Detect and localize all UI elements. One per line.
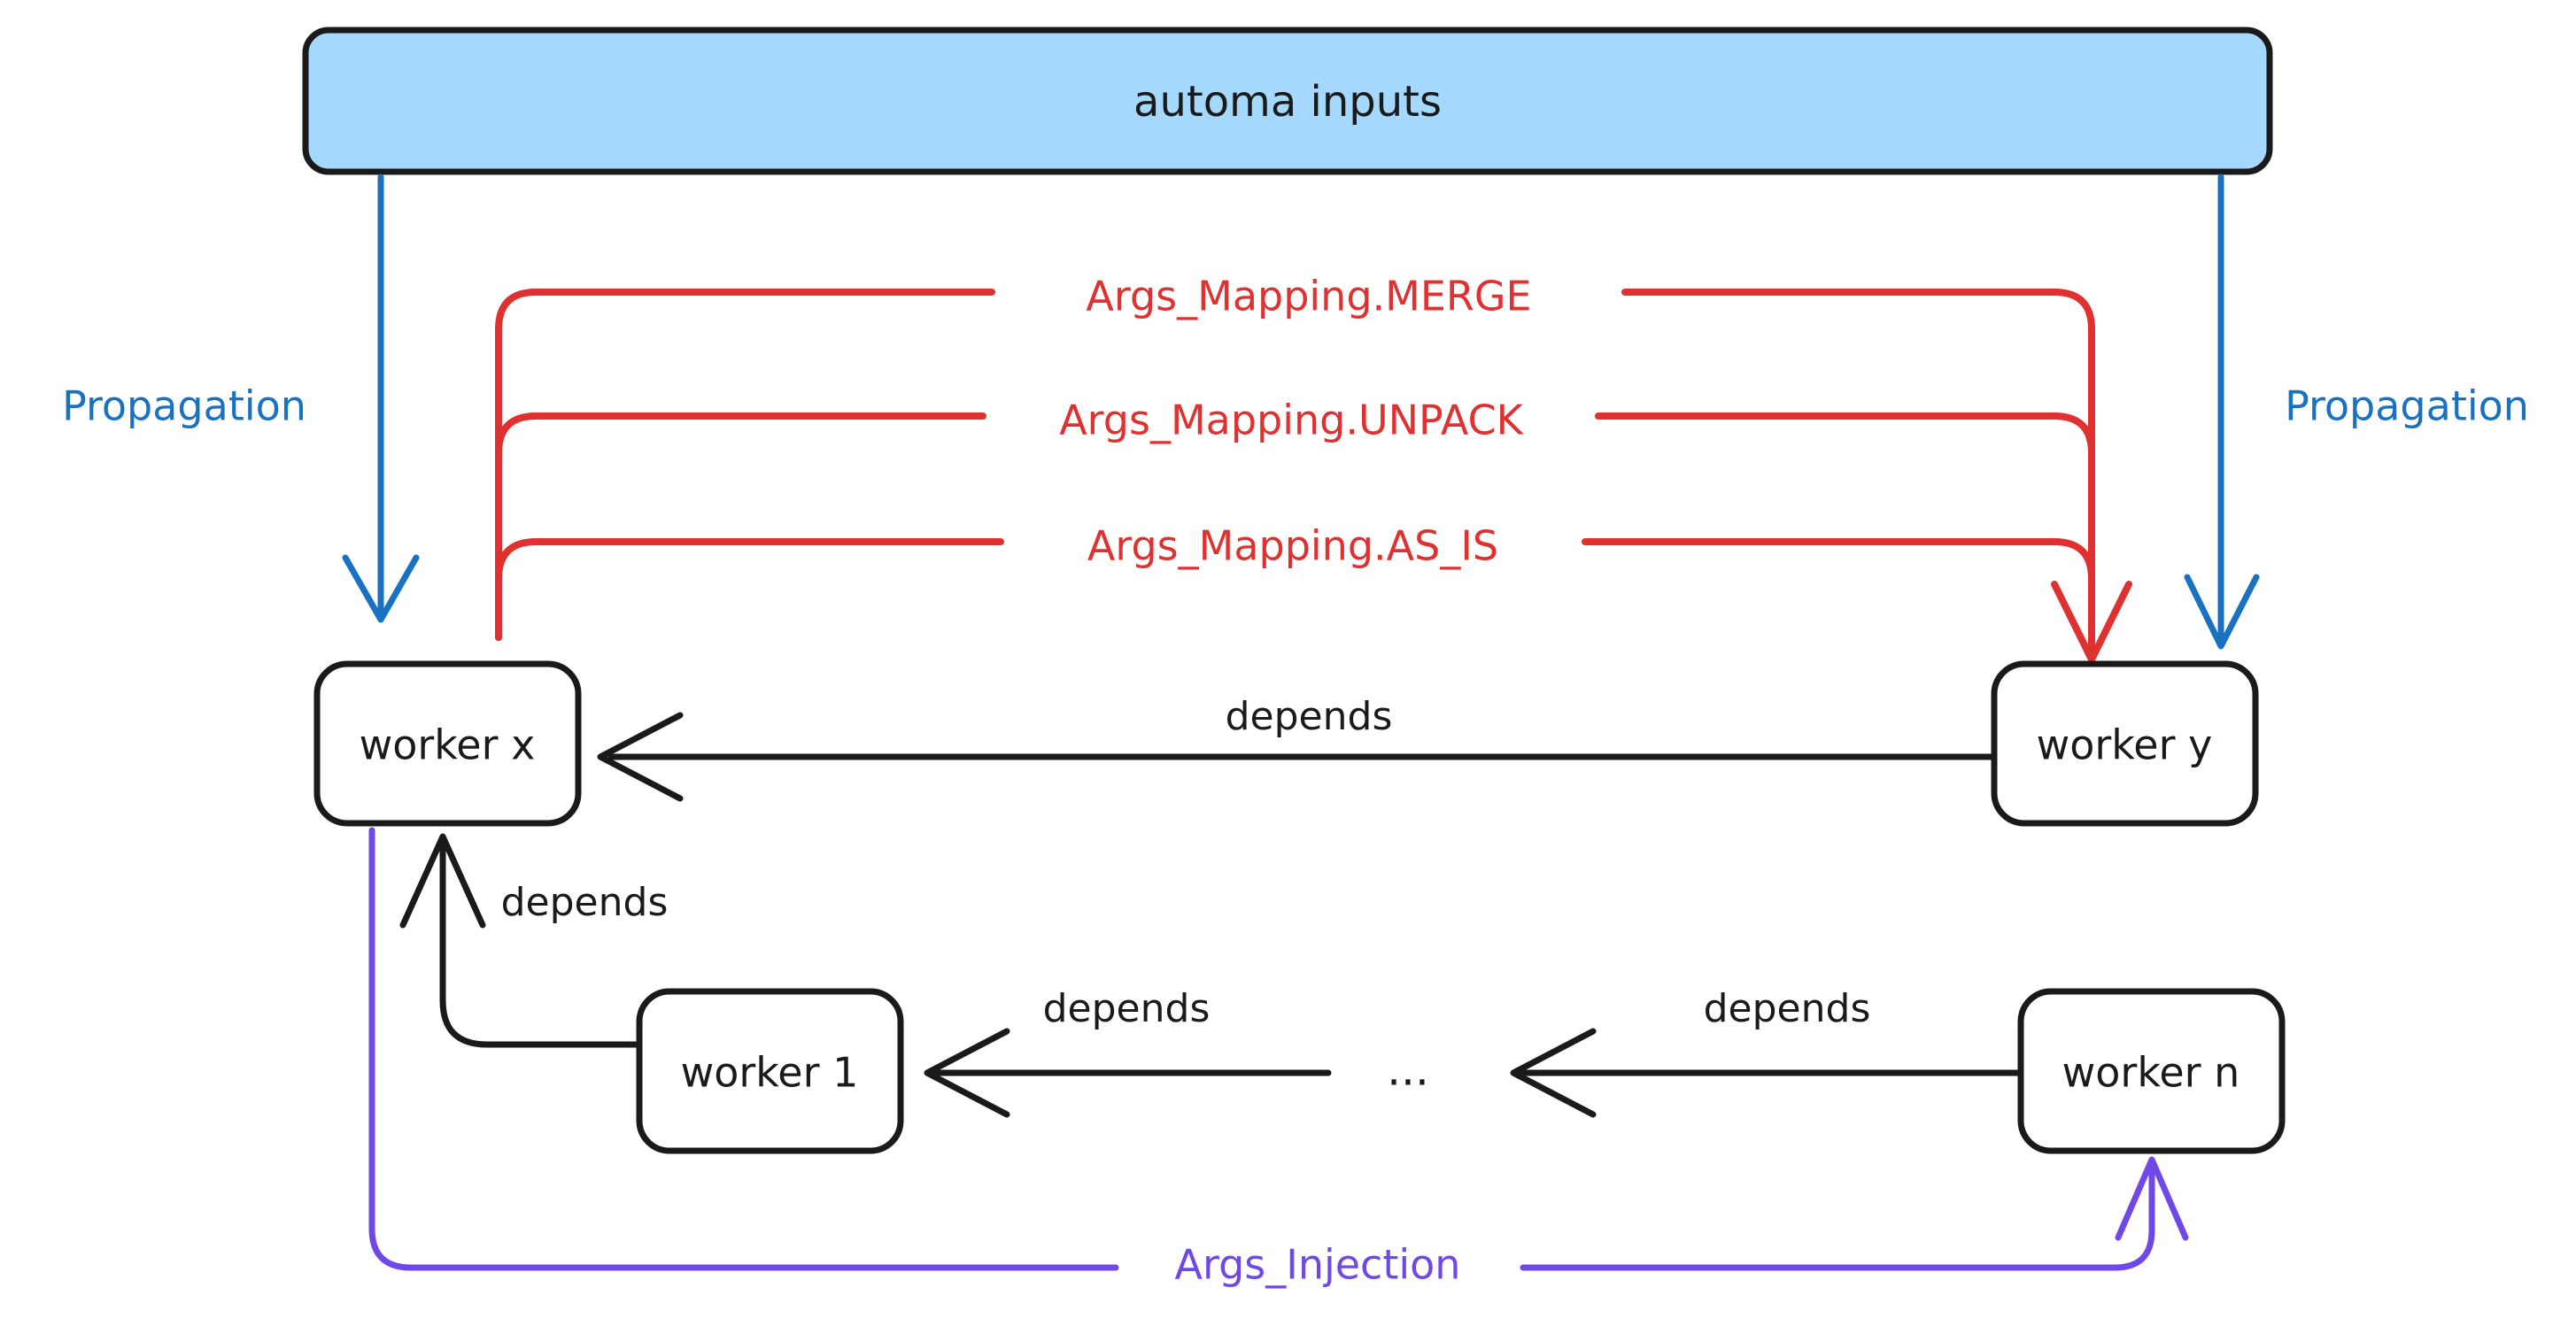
worker-x-label: worker x: [360, 721, 536, 769]
propagation-right-arrowhead: [2184, 574, 2260, 650]
args-mapping-merge-left-path: [495, 289, 995, 641]
worker-n-box[interactable]: [2017, 988, 2286, 1154]
edge-args-mapping-asis: Args_Mapping.AS_IS: [495, 522, 2095, 641]
node-worker-y[interactable]: worker y: [1991, 660, 2259, 827]
worker-1-label: worker 1: [681, 1049, 859, 1097]
args-injection-arrowhead: [2115, 1156, 2189, 1241]
edge-depends-dots-to-w1: depends: [924, 986, 1332, 1118]
node-automa-inputs[interactable]: automa inputs: [302, 27, 2273, 175]
args-injection-left-path: [368, 827, 1119, 1271]
depends-wn-to-dots-arrowhead: [1510, 1028, 1597, 1118]
propagation-left-label: Propagation: [62, 382, 306, 430]
args-mapping-unpack-right-path: [1595, 413, 2095, 605]
depends-dots-to-w1-arrowhead: [924, 1028, 1010, 1118]
edge-propagation-left: Propagation: [62, 173, 420, 623]
worker-n-label: worker n: [2062, 1049, 2240, 1097]
args-mapping-asis-label: Args_Mapping.AS_IS: [1087, 522, 1498, 570]
depends-y-to-x-arrowhead: [597, 712, 684, 802]
depends-w1-to-x-line: [439, 842, 639, 1048]
args-mapping-asis-right-path: [1582, 538, 2095, 605]
edge-args-mapping-unpack: Args_Mapping.UNPACK: [495, 397, 2095, 641]
depends-dots-to-w1-label: depends: [1043, 986, 1211, 1031]
depends-wn-to-dots-label: depends: [1704, 986, 1871, 1031]
edge-depends-y-to-x: depends: [597, 694, 1996, 802]
args-mapping-merge-label: Args_Mapping.MERGE: [1086, 273, 1531, 320]
args-mapping-unpack-left-path: [495, 413, 986, 641]
args-injection-right-path: [1520, 1161, 2155, 1271]
args-mapping-arrowhead: [2051, 581, 2132, 663]
node-worker-1[interactable]: worker 1: [636, 988, 904, 1154]
depends-y-to-x-label: depends: [1226, 694, 1393, 739]
worker-y-box[interactable]: [1991, 660, 2259, 827]
depends-w1-to-x-arrowhead: [399, 833, 486, 929]
edge-propagation-right: Propagation: [2184, 173, 2529, 650]
edge-args-mapping-merge: Args_Mapping.MERGE: [495, 273, 2095, 641]
depends-w1-to-x-label: depends: [501, 880, 669, 925]
worker-1-box[interactable]: [636, 988, 904, 1154]
worker-y-label: worker y: [2037, 721, 2213, 769]
args-mapping-unpack-label: Args_Mapping.UNPACK: [1059, 397, 1524, 444]
node-worker-x[interactable]: worker x: [313, 660, 582, 827]
automa-inputs-box[interactable]: [302, 27, 2273, 175]
worker-x-box[interactable]: [313, 660, 582, 827]
automa-inputs-label: automa inputs: [1133, 77, 1442, 127]
propagation-left-arrowhead: [342, 554, 420, 623]
propagation-right-label: Propagation: [2285, 382, 2529, 430]
args-injection-label: Args_Injection: [1175, 1241, 1461, 1289]
args-mapping-asis-left-path: [495, 538, 1004, 641]
edge-depends-wn-to-dots: depends: [1510, 986, 2021, 1118]
node-worker-n[interactable]: worker n: [2017, 988, 2286, 1154]
edge-args-injection: Args_Injection: [368, 827, 2189, 1289]
args-mapping-merge-right-path: [1621, 289, 2095, 605]
ellipsis-label: ...: [1387, 1045, 1429, 1096]
edge-depends-w1-to-x: depends: [399, 833, 669, 1048]
